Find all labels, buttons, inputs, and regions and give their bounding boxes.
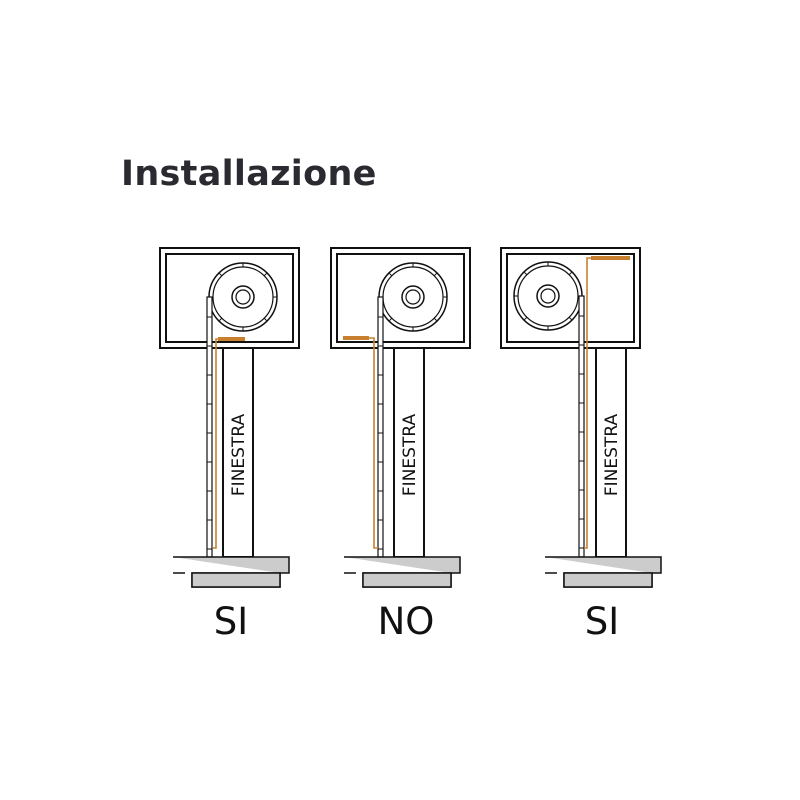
roller-slat-mark (388, 317, 393, 322)
panel-2: FINESTRA (330, 247, 471, 588)
roller-slat-mark (568, 316, 573, 321)
axle-outer (231, 285, 255, 309)
motor-cable (343, 337, 378, 549)
verdict-label-3: SI (584, 600, 620, 643)
panel-1: FINESTRA (159, 247, 300, 588)
axle-outer (536, 284, 560, 308)
roller-slat-mark (568, 271, 573, 276)
roller-slat-mark (218, 317, 223, 322)
verdict-label-1: SI (213, 600, 249, 643)
panel-3: FINESTRA (500, 247, 662, 588)
motor-cable (213, 338, 218, 549)
roller-slat-mark (263, 317, 268, 322)
motor-cable (584, 257, 591, 549)
roller-box-inner (165, 253, 294, 343)
verdict-label-2: NO (377, 600, 435, 643)
roller-slat-mark (433, 272, 438, 277)
shutter-curtain (206, 296, 213, 558)
shutter-curtain (578, 295, 585, 558)
roller-slat-mark (263, 272, 268, 277)
roller-box-inner (336, 253, 465, 343)
roller-slat-mark (433, 317, 438, 322)
sill-base (563, 572, 653, 588)
axle-inner (540, 288, 556, 304)
window-label: FINESTRA (229, 414, 249, 497)
roller-slat-mark (388, 272, 393, 277)
sill-base (362, 572, 452, 588)
window (595, 347, 627, 558)
roller-slat-mark (523, 316, 528, 321)
window-label: FINESTRA (400, 414, 420, 497)
window (393, 347, 425, 558)
axle-outer (401, 285, 425, 309)
roller-slat-mark (218, 272, 223, 277)
window-label: FINESTRA (602, 414, 622, 497)
page-title: Installazione (121, 154, 377, 194)
roller-box-inner (506, 253, 635, 343)
axle-inner (235, 289, 251, 305)
sill-base (191, 572, 281, 588)
roller-slat-mark (523, 271, 528, 276)
axle-inner (405, 289, 421, 305)
shutter-curtain (377, 296, 384, 558)
